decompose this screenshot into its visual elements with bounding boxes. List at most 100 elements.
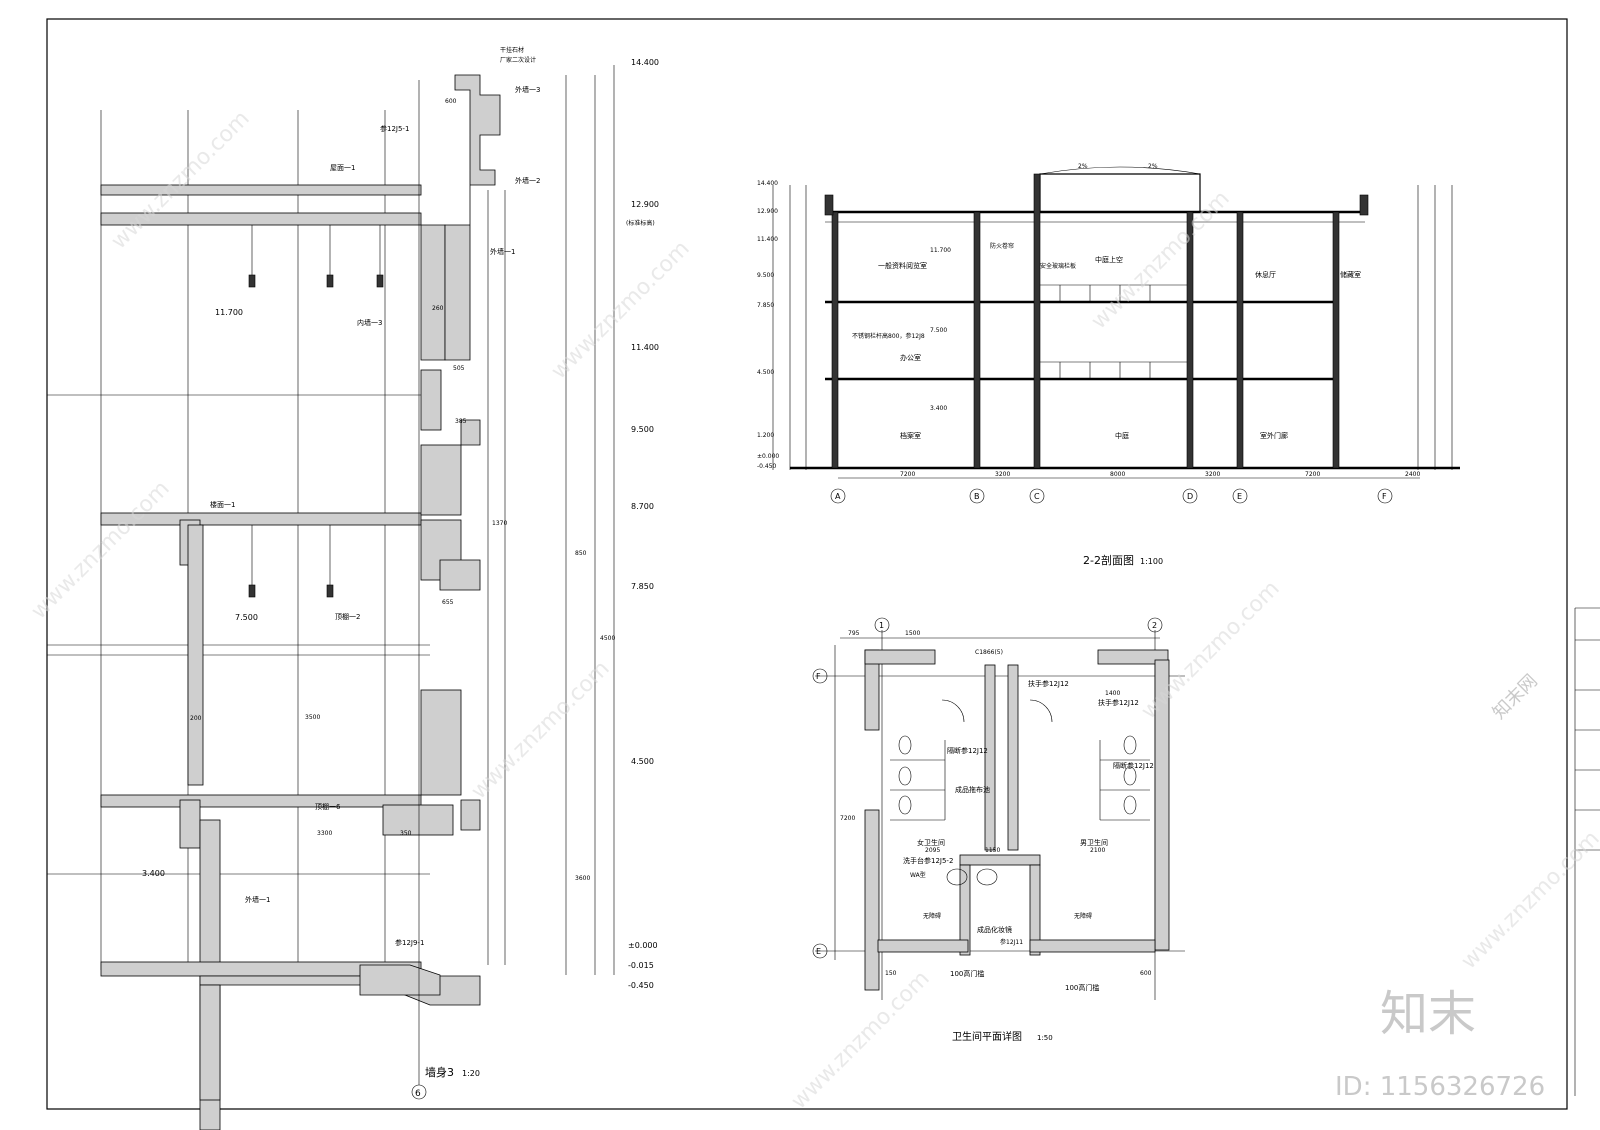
toilet-plan-scale: 1:50: [1037, 1034, 1053, 1042]
watermark-brand-small: 知末网: [1489, 671, 1542, 724]
toilet-plan-drawing: [812, 617, 1185, 1000]
elev-minus-0015: -0.015: [628, 961, 654, 970]
axis-C: C: [1034, 492, 1040, 501]
level-0000: ±0.000: [757, 453, 779, 460]
label-wash-basin: 洗手台参12J5-2: [903, 856, 953, 865]
level-9500: 9.500: [757, 272, 774, 279]
dim-200: 200: [190, 715, 202, 722]
mark-7500: 7.500: [235, 613, 258, 622]
slope-left: 2%: [1078, 163, 1088, 170]
level-11400: 11.400: [757, 236, 778, 243]
level-1200: 1.200: [757, 432, 774, 439]
dim-1400: 1400: [1105, 690, 1120, 697]
level-7850: 7.850: [757, 302, 774, 309]
toilet-plan-title: 卫生间平面详图: [952, 1030, 1022, 1043]
level-minus-0450: -0.450: [757, 463, 777, 470]
label-wa-type: WA型: [910, 871, 926, 879]
dim-4500: 4500: [600, 635, 615, 642]
room-atrium: 中庭: [1115, 431, 1129, 440]
room-reading: 一般资料阅览室: [878, 261, 927, 270]
elev-7850: 7.850: [631, 582, 654, 591]
watermark-site-8: www.znzmo.com: [1457, 826, 1600, 974]
label-ref-12j11: 参12J11: [1000, 938, 1023, 946]
elev-8700: 8.700: [631, 502, 654, 511]
dim-7200: 7200: [840, 815, 855, 822]
room-atrium-void: 中庭上空: [1095, 255, 1123, 264]
axis-1: 1: [879, 621, 884, 630]
dim-600: 600: [445, 98, 457, 105]
dim-1500: 1500: [905, 630, 920, 637]
axis-E: E: [1237, 492, 1242, 501]
room-lounge: 休息厅: [1255, 270, 1276, 279]
dim-1150: 1150: [985, 847, 1000, 854]
ref-12j5: 参12J5-1: [380, 124, 409, 133]
span-2: 3200: [995, 471, 1010, 478]
railing-note: 不锈钢栏杆高800，参12J8: [852, 332, 925, 340]
dim-505: 505: [453, 365, 465, 372]
label-threshold-w: 100高门槛: [950, 969, 984, 978]
title-block: [1574, 607, 1600, 1096]
mark-3400-s: 3.400: [930, 405, 947, 412]
note-glass-rail: 安全玻璃栏板: [1040, 262, 1076, 270]
callout-ceiling-6: 顶棚一6: [315, 802, 341, 811]
axis-B: B: [974, 492, 980, 501]
level-14400: 14.400: [757, 180, 778, 187]
span-3: 8000: [1110, 471, 1125, 478]
label-handrail-m: 扶手参12J12: [1098, 698, 1139, 707]
label-window: C1866(5): [975, 649, 1003, 656]
callout-exterior-1: 外墙一1: [490, 247, 515, 256]
span-6: 2400: [1405, 471, 1420, 478]
label-mirror: 成品化妆镜: [977, 925, 1012, 934]
section-title: 2-2剖面图: [1083, 553, 1134, 567]
callout-exterior-1b: 外墙一1: [245, 895, 270, 904]
watermark-site-2: www.znzmo.com: [547, 236, 695, 384]
room-archive: 档案室: [900, 431, 921, 440]
dim-795: 795: [848, 630, 860, 637]
room-women: 女卫生间: [917, 838, 945, 847]
span-5: 7200: [1305, 471, 1320, 478]
elev-14400: 14.400: [631, 58, 659, 67]
label-partition-m: 隔断参12J12: [1113, 761, 1154, 770]
span-4: 3200: [1205, 471, 1220, 478]
label-handrail-c: 扶手参12J12: [1028, 679, 1069, 688]
callout-exterior-2: 外墙一2: [515, 176, 540, 185]
dim-350: 350: [400, 830, 412, 837]
sheet-border: [46, 18, 1568, 1110]
section-scale: 1:100: [1140, 557, 1163, 566]
ref-12j9: 参12J9-1: [395, 938, 424, 947]
axis-F: F: [1382, 492, 1387, 501]
mark-7500-s: 7.500: [930, 327, 947, 334]
section-2-2-drawing: [772, 166, 1460, 504]
dim-655: 655: [442, 599, 454, 606]
mark-3400: 3.400: [142, 869, 165, 878]
span-1: 7200: [900, 471, 915, 478]
axis-A: A: [835, 492, 841, 501]
note-fire-shutter: 防火卷帘: [990, 242, 1014, 250]
dim-3600: 3600: [575, 875, 590, 882]
label-accessible-m: 无障碍: [1074, 912, 1092, 920]
dim-3300: 3300: [317, 830, 332, 837]
room-storage: 储藏室: [1340, 270, 1361, 279]
watermark-brand: 知末: [1380, 986, 1476, 1042]
toilet-plan-labels: 卫生间平面详图 1:50 1 2 F E 女卫生间 男卫生间 隔断参12J12 …: [816, 621, 1157, 1043]
dim-2100: 2100: [1090, 847, 1105, 854]
callout-interior-3: 内墙一3: [357, 318, 382, 327]
dim-850: 850: [575, 550, 587, 557]
elev-minus-0450: -0.450: [628, 981, 654, 990]
watermark-id: ID: 1156326726: [1335, 1072, 1545, 1102]
elev-12900: 12.900: [631, 200, 659, 209]
dim-600: 600: [1140, 970, 1152, 977]
wall-section-title: 墙身3: [425, 1065, 454, 1079]
room-office: 办公室: [900, 353, 921, 362]
wall-section-drawing: [47, 65, 615, 1130]
label-threshold-m: 100高门槛: [1065, 983, 1099, 992]
dim-385: 385: [455, 418, 467, 425]
mark-11700: 11.700: [215, 308, 243, 317]
axis-2: 2: [1152, 621, 1157, 630]
dim-3500: 3500: [305, 714, 320, 721]
slope-right: 2%: [1148, 163, 1158, 170]
elev-note: (标准标高): [626, 219, 655, 227]
room-men: 男卫生间: [1080, 838, 1108, 847]
elev-4500: 4.500: [631, 757, 654, 766]
